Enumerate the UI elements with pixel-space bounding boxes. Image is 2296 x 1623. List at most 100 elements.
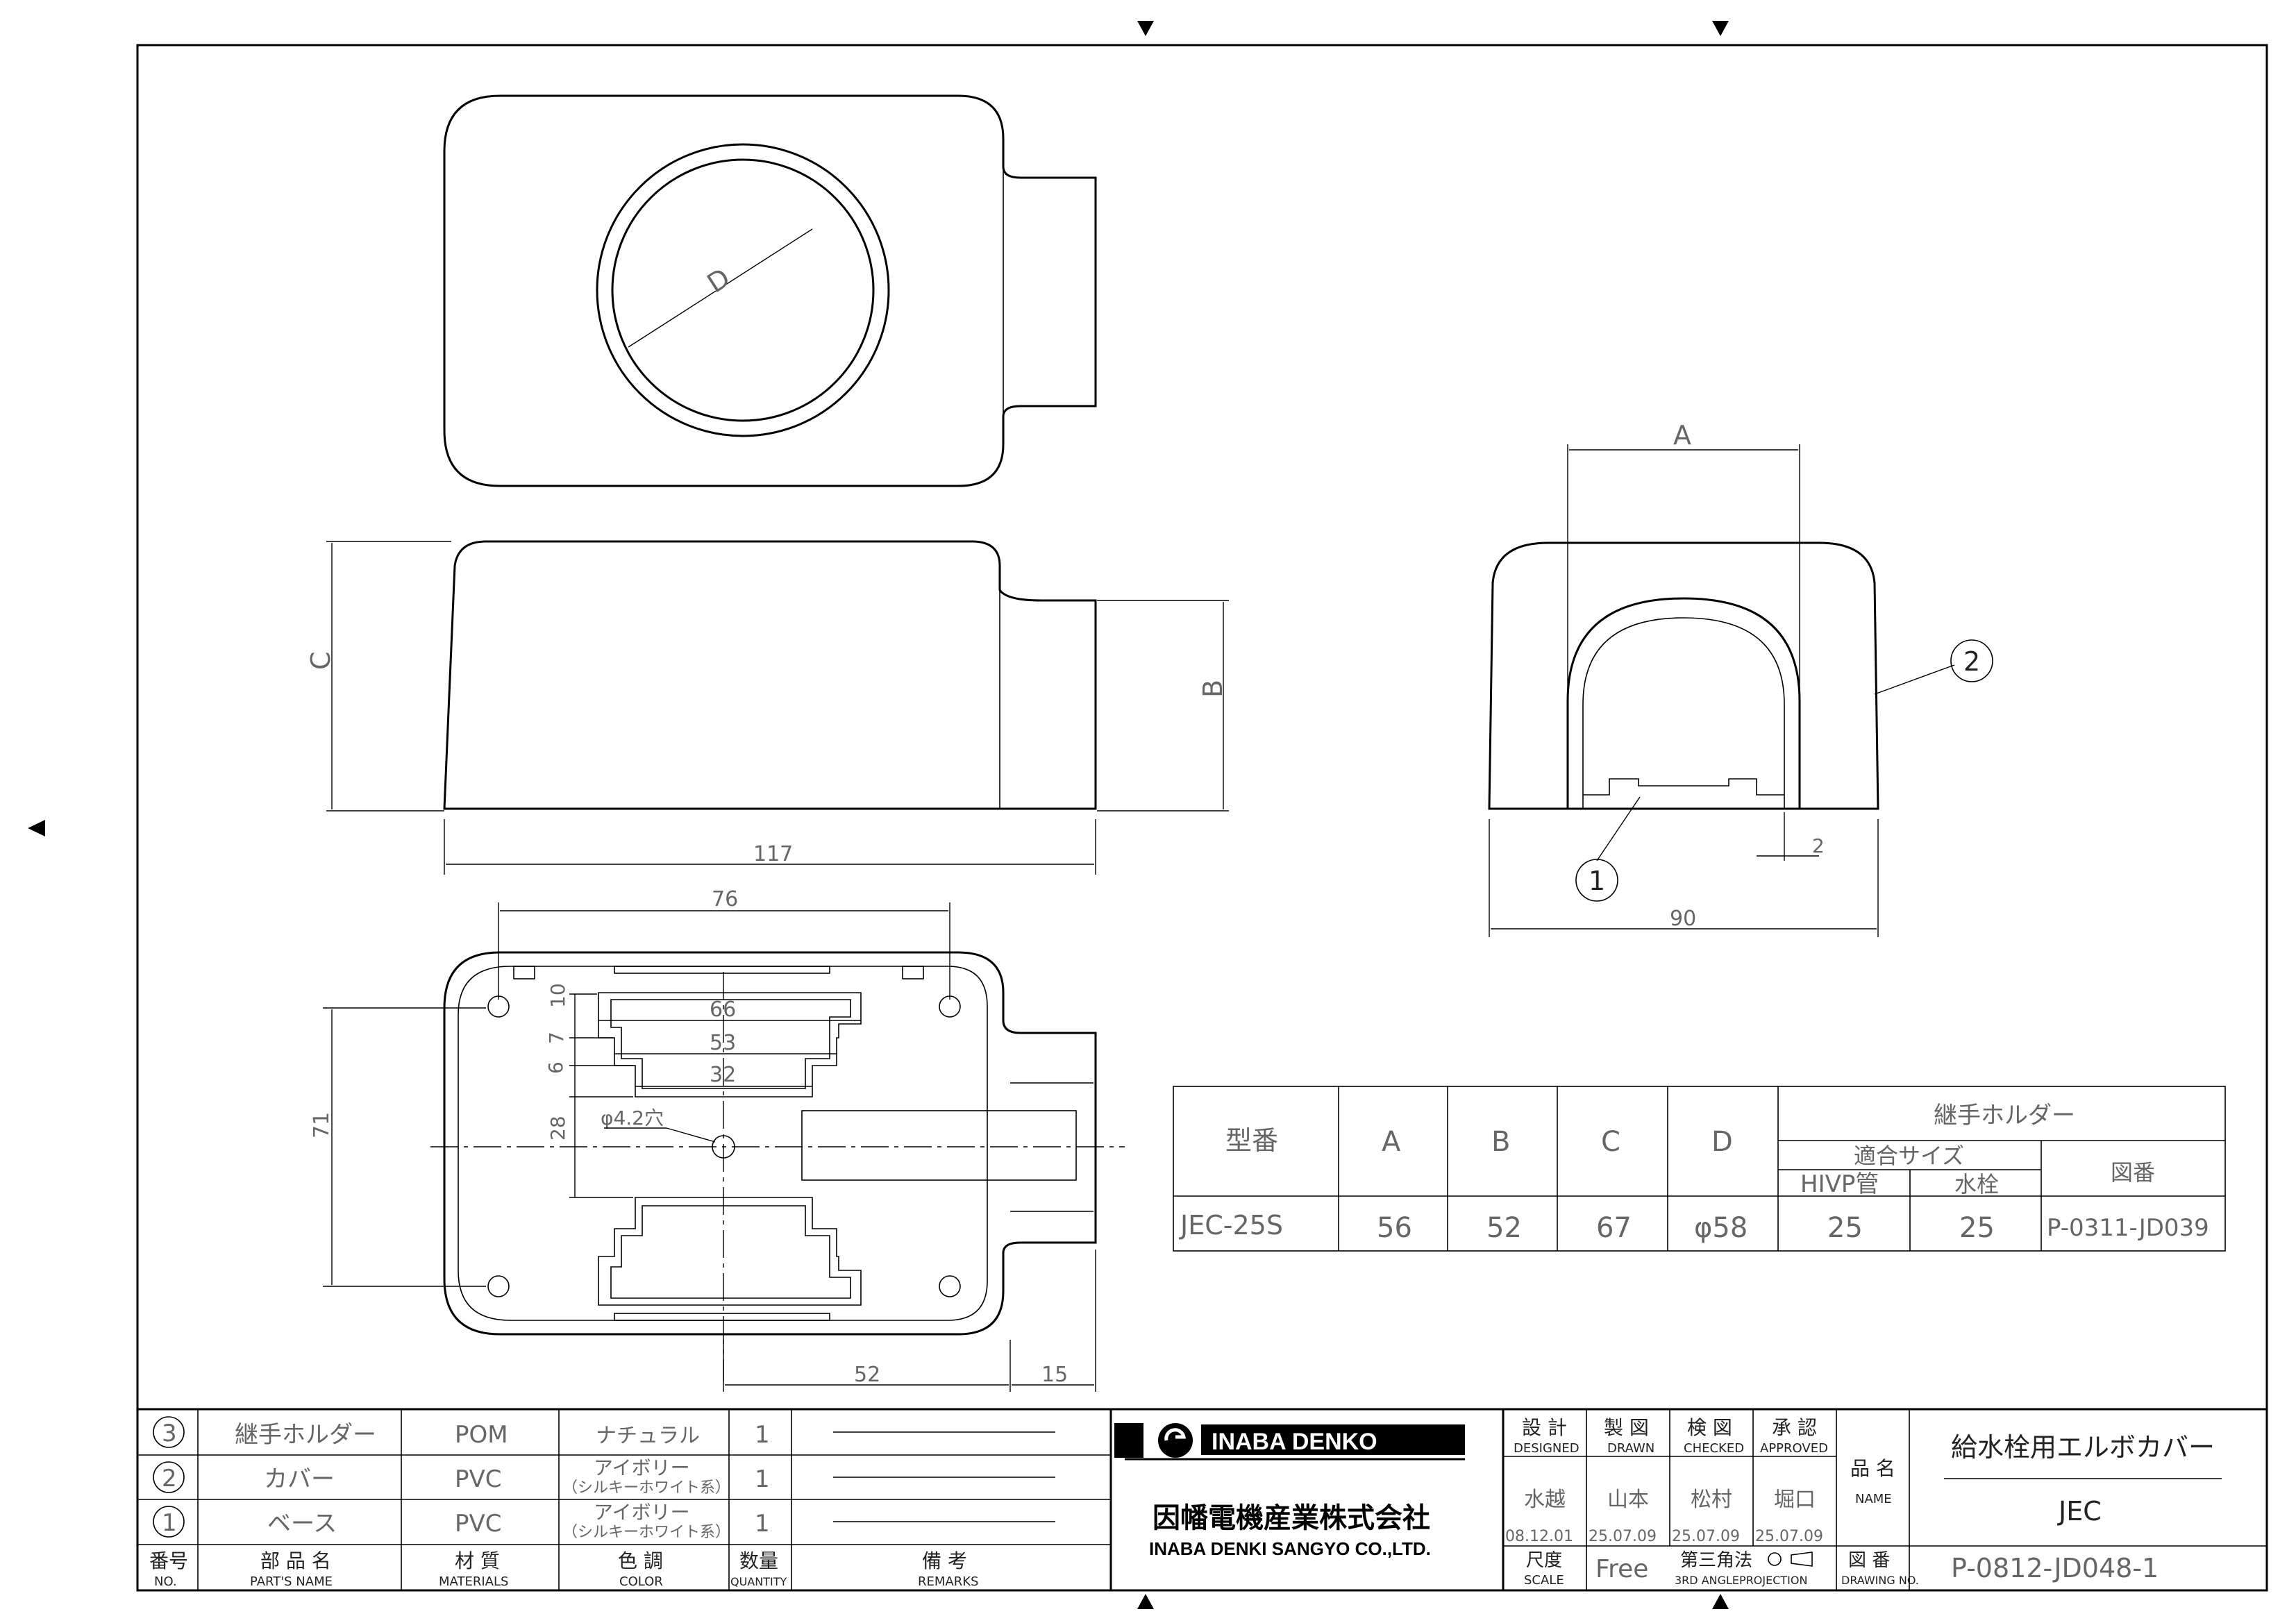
hole-callout: φ4.2穴 (601, 1107, 664, 1129)
drawing-frame (136, 44, 2268, 1592)
b-label: B (1198, 680, 1228, 698)
hdr-material-en: MATERIALS (439, 1574, 508, 1589)
part-2-color-note: （シルキーホワイト系） (562, 1479, 730, 1497)
dim-32: 32 (710, 1063, 736, 1087)
part-1-color: アイボリー (594, 1501, 690, 1524)
checked-label-en: CHECKED (1684, 1441, 1744, 1456)
part-2-material: PVC (455, 1465, 502, 1493)
drawn-label-en: DRAWN (1607, 1441, 1654, 1456)
name-label: 品 名 (1850, 1457, 1895, 1480)
drawing-no-label-en: DRAWING NO. (1841, 1574, 1919, 1587)
dim-6: 6 (544, 1061, 567, 1074)
bottom-view: 76 66 53 32 10 7 6 28 φ4.2穴 71 52 15 (310, 887, 1125, 1392)
hdr-remarks-en: REMARKS (918, 1574, 978, 1589)
part-1-qty: 1 (755, 1510, 770, 1538)
dim-2: 2 (1812, 834, 1825, 857)
holder-slot (801, 1110, 1077, 1181)
dim-28: 28 (546, 1116, 569, 1141)
center-mark-top-right (1712, 21, 1729, 36)
projection-label-en: 3RD ANGLEPROJECTION (1675, 1574, 1807, 1587)
dim-117: 117 (753, 842, 793, 866)
drafter-name: 山本 (1607, 1488, 1649, 1512)
drawing-no: P-0812-JD048-1 (1951, 1553, 2159, 1583)
checked-label: 検 図 (1687, 1416, 1732, 1439)
part-1-no: 1 (162, 1509, 177, 1537)
hdr-no: 番号 (149, 1549, 188, 1572)
product-name: 給水栓用エルボカバー (1951, 1432, 2215, 1463)
part-3-no: 3 (162, 1420, 177, 1447)
th-fit: 適合サイズ (1854, 1143, 1964, 1169)
hdr-name-en: PART'S NAME (250, 1574, 333, 1589)
checker-name: 松村 (1691, 1488, 1732, 1512)
part-3-name: 継手ホルダー (235, 1421, 376, 1449)
name-label-en: NAME (1855, 1492, 1892, 1506)
callout-2-circle (1950, 639, 1993, 682)
th-b: B (1491, 1126, 1510, 1158)
dim-52: 52 (854, 1363, 880, 1387)
spec-table: 型番 A B C D 継手ホルダー 適合サイズ HIVP管 水栓 図番 JEC-… (1173, 1086, 2226, 1252)
designed-label: 設 計 (1522, 1416, 1567, 1439)
dim-66: 66 (710, 998, 736, 1022)
part-1-name: ベース (267, 1510, 337, 1538)
top-view: D (443, 94, 1097, 487)
part-3-material: POM (455, 1421, 508, 1449)
product-code: JEC (2057, 1496, 2102, 1527)
part-2-no: 2 (162, 1465, 177, 1492)
company-block: INABA DENKO 因幡電機産業株式会社 INABA DENKI SANGY… (1114, 1423, 1465, 1559)
approved-label-en: APPROVED (1760, 1441, 1828, 1456)
th-c: C (1601, 1126, 1620, 1158)
dim-71: 71 (310, 1112, 334, 1138)
td-b: 52 (1486, 1212, 1522, 1244)
dim-15: 15 (1041, 1363, 1068, 1387)
company-logo-text: INABA DENKO (1212, 1429, 1377, 1455)
hdr-color-en: COLOR (619, 1574, 663, 1589)
center-mark-left (28, 820, 45, 836)
front-view: C B 117 (305, 540, 1229, 875)
hdr-qty-en: QUANTITY (730, 1575, 787, 1588)
hdr-qty: 数量 (739, 1549, 778, 1572)
approver-date: 25.07.09 (1755, 1528, 1823, 1545)
dim-10: 10 (546, 983, 569, 1008)
callout-2: 2 (1963, 646, 1980, 677)
th-drawing: 図番 (2111, 1159, 2155, 1186)
drafter-date: 25.07.09 (1589, 1528, 1657, 1545)
th-holder: 継手ホルダー (1934, 1102, 2075, 1129)
th-tap: 水栓 (1954, 1171, 1999, 1197)
approver-name: 堀口 (1774, 1488, 1816, 1512)
hdr-name: 部 品 名 (260, 1549, 331, 1572)
designer-date: 08.12.01 (1505, 1528, 1573, 1545)
scale-label-en: SCALE (1524, 1573, 1564, 1588)
td-hivp: 25 (1827, 1212, 1863, 1244)
td-c: 67 (1596, 1212, 1632, 1244)
td-drawing: P-0311-JD039 (2047, 1214, 2209, 1242)
td-d: φ58 (1694, 1212, 1748, 1244)
a-label: A (1673, 420, 1691, 451)
th-hivp: HIVP管 (1800, 1170, 1879, 1198)
designer-name: 水越 (1524, 1488, 1566, 1512)
company-name-jp: 因幡電機産業株式会社 (1153, 1503, 1430, 1533)
td-a: 56 (1377, 1212, 1412, 1244)
dim-76: 76 (712, 887, 738, 911)
th-d: D (1711, 1126, 1733, 1158)
dim-53: 53 (710, 1031, 736, 1055)
c-label: C (305, 651, 336, 670)
center-mark-bottom-left (1137, 1594, 1154, 1609)
d-label: D (702, 262, 736, 299)
d-dimension-line (628, 228, 813, 348)
callout-1: 1 (1589, 866, 1605, 896)
hdr-no-en: NO. (154, 1574, 177, 1589)
parts-list: 3 継手ホルダー POM ナチュラル 1 2 カバー PVC アイボリー （シル… (137, 1409, 1112, 1590)
scale-value: Free (1595, 1555, 1648, 1583)
hdr-remarks: 備 考 (922, 1549, 967, 1572)
hdr-color: 色 調 (618, 1549, 663, 1572)
dim-90: 90 (1670, 907, 1696, 931)
th-model: 型番 (1225, 1125, 1278, 1156)
outer-opening-circle (596, 143, 890, 437)
part-3-color: ナチュラル (596, 1424, 700, 1448)
checker-date: 25.07.09 (1672, 1528, 1740, 1545)
company-logo-icon (1158, 1423, 1193, 1458)
drawn-label: 製 図 (1604, 1416, 1649, 1439)
dim-7: 7 (545, 1032, 568, 1044)
part-2-name: カバー (264, 1465, 335, 1493)
